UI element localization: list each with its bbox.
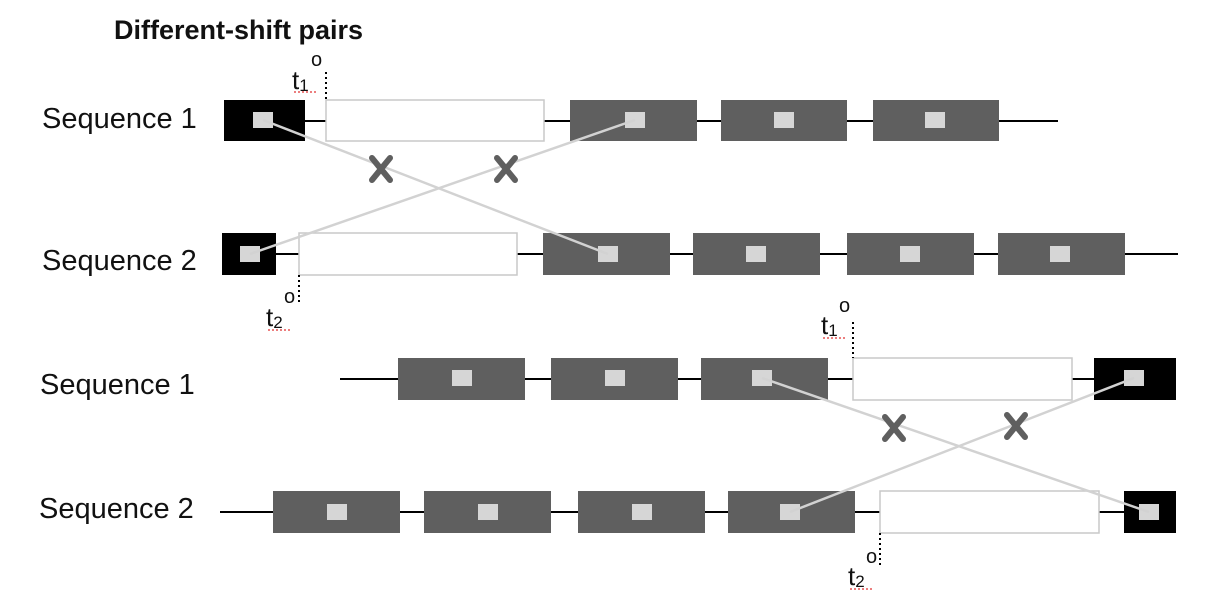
bottom-t2-label: t2 o (848, 546, 877, 591)
top-seq1-empty-block (325, 99, 545, 142)
bottom-seq1-empty-block (852, 357, 1073, 401)
top-seq2-marker-3 (900, 246, 920, 262)
svg-text:o: o (839, 295, 850, 317)
top-panel: Sequence 1 t1 o Sequence 2 t2 (42, 49, 1178, 332)
bottom-seq2-empty-block (879, 490, 1100, 534)
top-seq2-marker-2 (746, 246, 766, 262)
bottom-sequence-2-label: Sequence 2 (39, 493, 194, 525)
top-sequence-2-label: Sequence 2 (42, 245, 197, 277)
bottom-seq2-marker-3 (632, 504, 652, 520)
top-seq2-marker-4 (1050, 246, 1070, 262)
top-sequence-1-label: Sequence 1 (42, 103, 197, 135)
cross-icon (1004, 412, 1028, 440)
svg-text:o: o (866, 546, 877, 568)
bottom-t1-label: t1 o (821, 295, 850, 340)
diagram-title: Different-shift pairs (114, 15, 363, 45)
top-connector-seq1-to-seq2 (262, 118, 609, 256)
cross-icon (494, 155, 518, 183)
svg-text:t1: t1 (292, 65, 309, 95)
bottom-sequence-1-label: Sequence 1 (40, 369, 195, 401)
top-seq2-empty-block (298, 232, 518, 276)
bottom-connector-seq1-to-seq2 (761, 376, 1150, 514)
bottom-seq1-marker-2 (605, 370, 625, 386)
cross-icon (882, 414, 906, 442)
top-connector-seq2-to-seq1 (249, 118, 636, 256)
bottom-seq2-marker-1 (327, 504, 347, 520)
bottom-connector-seq2-to-seq1 (789, 376, 1135, 514)
top-t1-label: t1 o (292, 49, 322, 95)
top-seq1-marker-3 (925, 112, 945, 128)
bottom-seq2-marker-4 (780, 504, 800, 520)
top-t2-label: t2 o (266, 286, 295, 332)
svg-text:o: o (311, 49, 322, 71)
svg-text:t2: t2 (266, 302, 283, 332)
bottom-seq2-marker-2 (478, 504, 498, 520)
bottom-seq1-marker-1 (452, 370, 472, 386)
svg-text:o: o (284, 286, 295, 308)
cross-icon (369, 155, 393, 183)
svg-text:t2: t2 (848, 561, 865, 591)
svg-text:t1: t1 (821, 310, 838, 340)
top-seq1-marker-2 (774, 112, 794, 128)
bottom-panel: Sequence 1 t1 o Sequence 2 t2 (39, 295, 1176, 591)
